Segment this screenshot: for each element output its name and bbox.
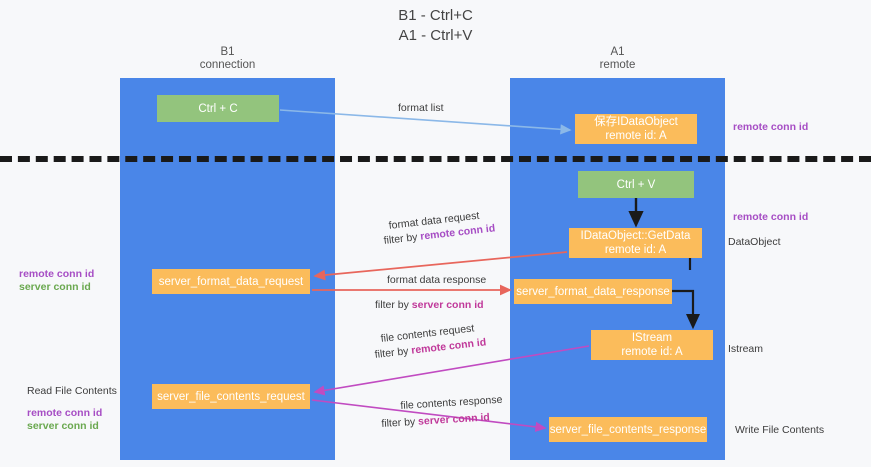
annotation-write-file-contents: Write File Contents [735,424,825,436]
node-ctrl-c-label: Ctrl + C [198,102,238,115]
node-istream[interactable]: IStream remote id: A [591,330,713,360]
annotation-left-remote-conn-id-mid: remote conn id [19,268,95,280]
annotation-left-server-conn-id-mid: server conn id [19,281,91,293]
edge-label-format-data-response: format data response [387,274,487,286]
annotation-dataobject: DataObject [728,236,781,248]
annotation-left-read-file-contents-group: Read File Contents remote conn id server… [27,385,117,433]
column-header-b1-role: connection [199,59,256,71]
node-server-file-contents-response-label: server_file_contents_response [549,423,707,436]
column-header-b1: B1 connection [120,46,335,72]
edge-label-file-contents-response-filter: filter by server conn id [381,410,490,431]
node-ctrl-c[interactable]: Ctrl + C [157,95,279,122]
edge-label-format-data-response-filter: filter by server conn id [375,298,484,312]
edge-label-format-list: format list [398,102,444,114]
phase-divider [0,156,871,162]
filter-value-server-conn-id: server conn id [411,299,484,311]
node-server-format-data-response-label: server_format_data_response [516,285,670,298]
node-ctrl-v-label: Ctrl + V [616,178,656,191]
filter-value-server-conn-id: server conn id [417,411,491,428]
node-getdata-title: IDataObject::GetData [580,230,691,242]
node-getdata-remote-id: remote id: A [604,244,667,256]
title-line-2: A1 - Ctrl+V [398,27,473,44]
filter-prefix: filter by [375,299,412,311]
filter-prefix: filter by [383,230,422,247]
filter-prefix: filter by [374,344,413,361]
node-save-idataobject[interactable]: 保存IDataObject remote id: A [575,114,697,144]
annotation-left-remote-conn-id-bottom: remote conn id [27,407,103,419]
column-header-b1-name: B1 [220,46,235,58]
column-header-a1: A1 remote [510,46,725,72]
annotation-remote-conn-id-top: remote conn id [733,121,809,133]
column-header-a1-name: A1 [610,46,625,58]
annotation-istream: Istream [728,343,764,355]
title-line-1: B1 - Ctrl+C [398,7,473,24]
node-server-format-data-request[interactable]: server_format_data_request [152,269,310,294]
node-server-format-data-response[interactable]: server_format_data_response [514,279,672,304]
node-ctrl-v[interactable]: Ctrl + V [578,171,694,198]
column-header-a1-role: remote [599,59,636,71]
node-save-idataobject-remote-id: remote id: A [605,130,667,142]
node-idataobject-getdata[interactable]: IDataObject::GetData remote id: A [569,228,702,258]
node-server-format-data-request-label: server_format_data_request [158,275,304,288]
node-istream-title: IStream [631,332,673,344]
annotation-left-conn-ids-mid: remote conn id server conn id [19,268,94,294]
node-server-file-contents-request-label: server_file_contents_request [157,390,305,403]
annotation-read-file-contents: Read File Contents [27,385,117,397]
node-server-file-contents-request[interactable]: server_file_contents_request [152,384,310,409]
node-istream-remote-id: remote id: A [621,346,683,358]
node-save-idataobject-title: 保存IDataObject [594,116,678,128]
filter-prefix: filter by [381,415,419,430]
node-server-file-contents-response[interactable]: server_file_contents_response [549,417,707,442]
annotation-left-server-conn-id-bottom: server conn id [27,420,99,432]
annotation-remote-conn-id-mid: remote conn id [733,211,809,223]
page-title: B1 - Ctrl+C A1 - Ctrl+V [0,6,871,46]
